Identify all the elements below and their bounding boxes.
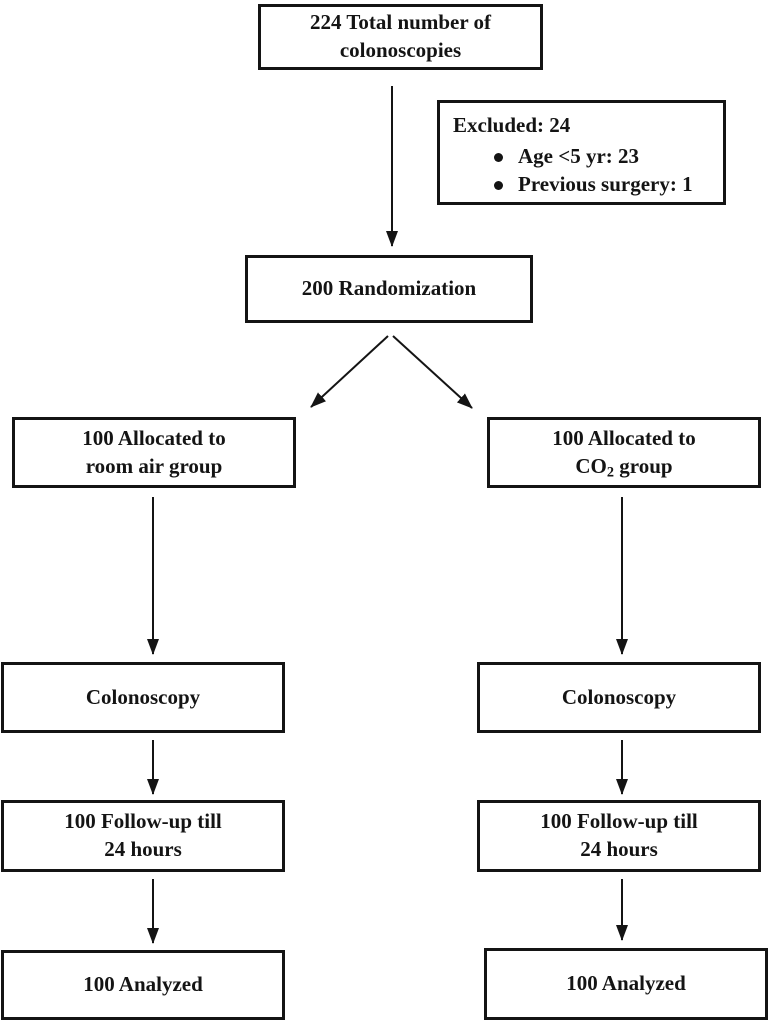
- bullet-icon: [494, 181, 503, 191]
- excluded-item-label: Previous surgery: 1: [518, 172, 693, 197]
- node-alloc-co2-line1: 100 Allocated to: [552, 425, 696, 450]
- node-analyzed-co2: 100 Analyzed: [484, 948, 768, 1020]
- node-colonoscopy-air: Colonoscopy: [1, 662, 285, 733]
- co2-suffix: group: [614, 453, 673, 478]
- node-allocated-room-air: 100 Allocated to room air group: [12, 417, 296, 488]
- node-colonoscopy-co2-label: Colonoscopy: [561, 684, 677, 709]
- co2-prefix: CO: [575, 453, 607, 478]
- node-analyzed-co2-label: 100 Analyzed: [566, 971, 686, 996]
- node-allocated-co2: 100 Allocated to CO2 group: [487, 417, 761, 488]
- node-followup-co2: 100 Follow-up till 24 hours: [477, 800, 761, 872]
- node-randomization-label: 200 Randomization: [301, 276, 477, 301]
- node-alloc-co2-line2: CO2 group: [575, 453, 672, 481]
- arrow-randomization-to-co2: [392, 335, 473, 409]
- node-colonoscopy-co2: Colonoscopy: [477, 662, 761, 733]
- node-followup-air-line2: 24 hours: [104, 837, 182, 861]
- excluded-item: Age <5 yr: 23: [494, 143, 693, 171]
- node-excluded: Excluded: 24 Age <5 yr: 23 Previous surg…: [437, 100, 726, 205]
- node-total-line1: 224 Total number of: [309, 10, 492, 35]
- node-followup-air: 100 Follow-up till 24 hours: [1, 800, 285, 872]
- node-total-line2: colonoscopies: [339, 38, 462, 62]
- node-alloc-air-line2: room air group: [85, 453, 223, 478]
- bullet-icon: [494, 152, 503, 162]
- excluded-bullet-list: Age <5 yr: 23 Previous surgery: 1: [453, 142, 693, 199]
- node-followup-co2-line2: 24 hours: [580, 837, 658, 861]
- node-analyzed-air-label: 100 Analyzed: [83, 972, 203, 997]
- co2-subscript: 2: [606, 464, 615, 481]
- node-analyzed-air: 100 Analyzed: [1, 950, 285, 1020]
- node-total-colonoscopies: 224 Total number of colonoscopies: [258, 4, 543, 70]
- node-followup-air-line1: 100 Follow-up till: [64, 809, 222, 834]
- arrow-randomization-to-air: [310, 335, 389, 408]
- node-followup-co2-line1: 100 Follow-up till: [540, 809, 698, 834]
- node-alloc-air-line1: 100 Allocated to: [82, 425, 226, 450]
- node-randomization: 200 Randomization: [245, 255, 533, 323]
- node-colonoscopy-air-label: Colonoscopy: [85, 684, 201, 709]
- node-excluded-title: Excluded: 24: [453, 113, 571, 137]
- excluded-item: Previous surgery: 1: [494, 171, 693, 199]
- excluded-item-label: Age <5 yr: 23: [518, 143, 640, 168]
